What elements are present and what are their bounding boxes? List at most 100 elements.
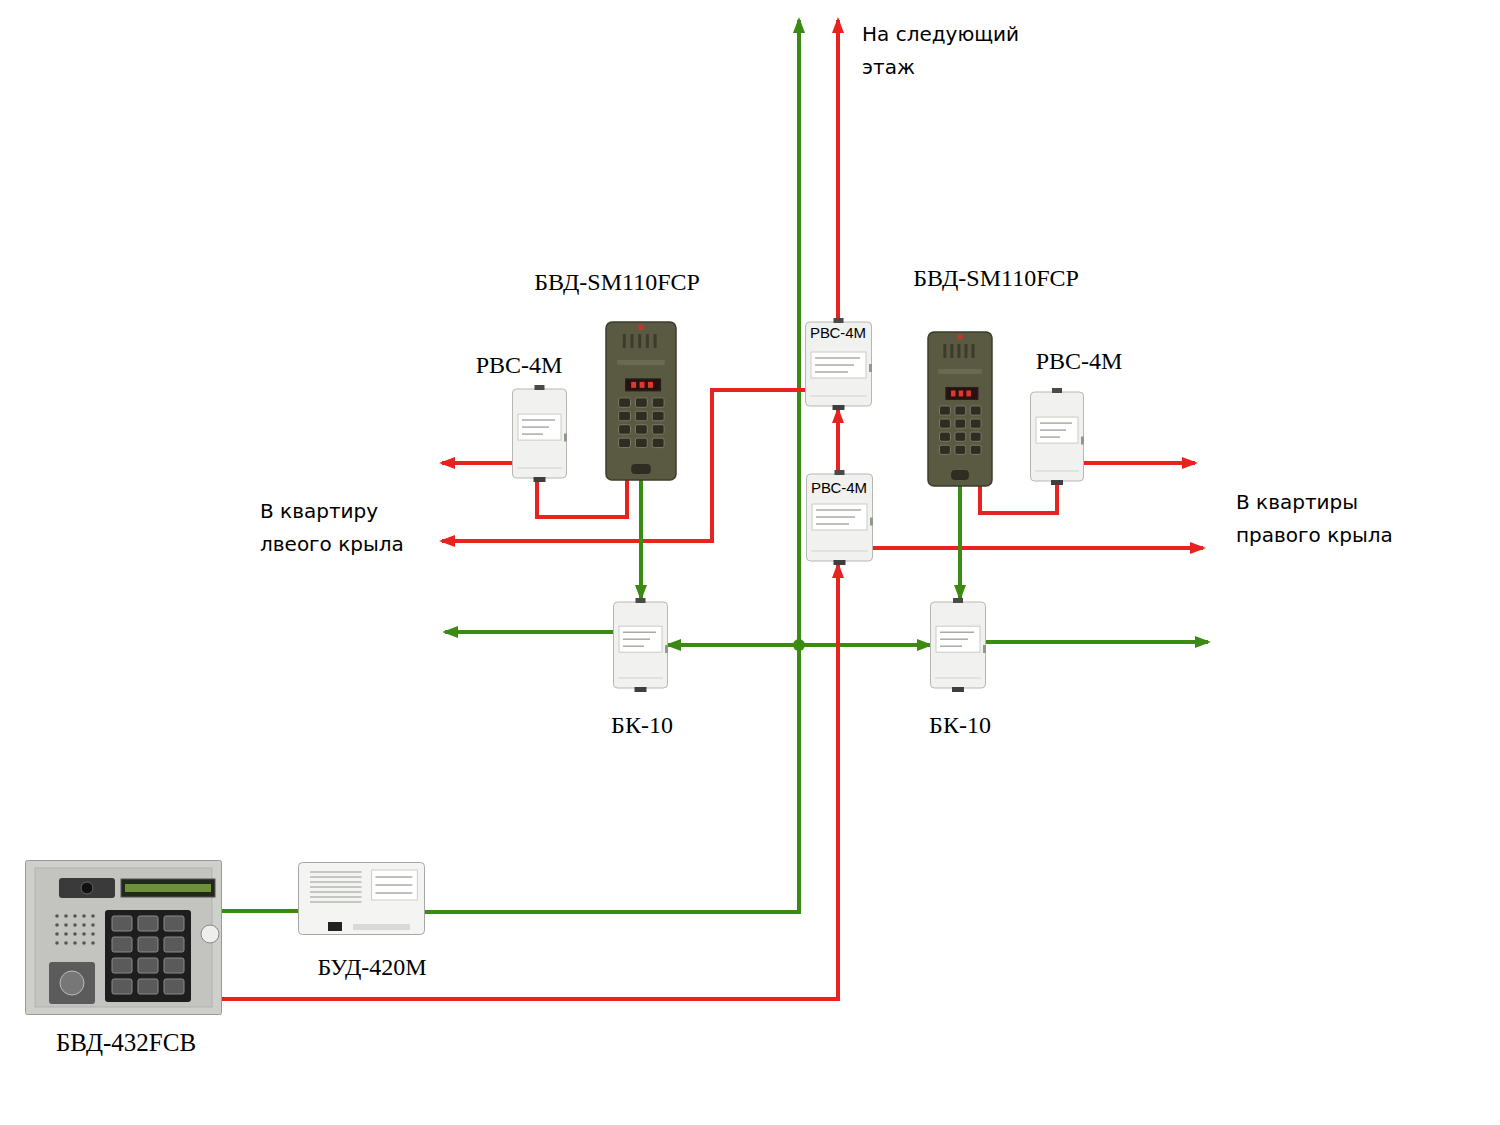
module-housing <box>1031 392 1084 481</box>
terminal <box>535 385 545 390</box>
side-tab <box>983 645 986 653</box>
video-distributor: РВС-4М <box>805 318 872 410</box>
sticker-line <box>816 523 849 525</box>
keypad-key <box>619 411 631 420</box>
big-drawing <box>25 860 222 1015</box>
keypad-key <box>164 937 184 952</box>
vent-slat <box>310 881 362 883</box>
camera-lens <box>81 882 93 894</box>
apartment-wire <box>978 640 1208 644</box>
module-housing <box>805 322 871 406</box>
camera <box>951 470 969 480</box>
led-segment <box>959 390 963 396</box>
terminal <box>833 560 845 565</box>
keypad-key <box>940 432 951 441</box>
keypad-key <box>112 937 132 952</box>
keypad-key <box>619 398 631 407</box>
device-label: БК-10 <box>611 712 673 740</box>
terminal <box>635 687 647 692</box>
sticker-line <box>623 645 644 647</box>
keypad-key <box>940 419 951 428</box>
terminal-strip <box>353 924 410 930</box>
floor-call-panel: БВД-SM110FCP <box>606 322 676 480</box>
brand-strip <box>617 360 665 365</box>
device-label: РВС-4М <box>476 352 563 380</box>
signal-line <box>836 410 840 470</box>
keypad-key <box>955 406 966 415</box>
speaker-hole <box>82 941 86 945</box>
speaker-hole <box>91 941 95 945</box>
panel-housing <box>26 861 222 1015</box>
keypad-key <box>112 979 132 994</box>
module-drawing <box>613 598 668 692</box>
apartment-wire <box>445 630 620 634</box>
keypad-key <box>652 411 664 420</box>
terminal <box>534 477 546 482</box>
sticker-line <box>375 892 412 894</box>
video-line <box>425 645 930 912</box>
power-switch <box>328 922 342 931</box>
speaker-hole <box>91 932 95 936</box>
brand-strip <box>938 369 982 374</box>
speaker-hole <box>64 923 68 927</box>
speaker-slot <box>943 344 946 358</box>
vent-slat <box>310 876 362 878</box>
keypad-key <box>940 445 951 454</box>
camera-strip <box>59 878 115 898</box>
video-line <box>639 480 643 598</box>
speaker-slot <box>654 334 657 348</box>
speaker-hole <box>64 914 68 918</box>
keypad-key <box>652 438 664 447</box>
sticker-line <box>522 419 555 421</box>
apartment-wire <box>442 461 520 465</box>
sticker-line <box>375 876 412 878</box>
apartment-wire <box>856 546 1203 550</box>
keypad-key <box>635 425 647 434</box>
sticker-line <box>815 371 848 373</box>
module-drawing <box>512 385 567 482</box>
indicator <box>638 324 644 330</box>
lcd-display <box>121 879 215 897</box>
side-tab <box>1081 437 1084 445</box>
vent-slat <box>310 886 362 888</box>
terminal <box>832 405 844 410</box>
keypad-key <box>635 411 647 420</box>
speaker-hole <box>55 932 59 936</box>
terminal <box>833 318 843 323</box>
housing-seam <box>811 551 868 552</box>
keypad-key <box>112 916 132 931</box>
sticker-line <box>816 516 855 518</box>
led-segment <box>951 390 955 396</box>
device-label: РВС-4М <box>1036 348 1123 376</box>
vent-slat <box>310 871 362 873</box>
sticker-line <box>815 357 860 359</box>
module-housing <box>931 602 986 688</box>
panel-drawing <box>928 332 992 486</box>
video-distributor: РВС-4М <box>1030 388 1084 485</box>
lcd-backlight <box>125 884 211 892</box>
keypad-key <box>970 419 981 428</box>
led-segment <box>640 382 645 388</box>
device-label: РВС-4М <box>810 324 866 341</box>
keypad-key <box>619 425 631 434</box>
vent-slat <box>310 896 362 898</box>
housing-seam <box>517 468 562 469</box>
signal-line <box>537 480 627 517</box>
floor-call-panel: БВД-SM110FCP <box>928 332 992 486</box>
keypad-key <box>164 958 184 973</box>
video-distributor: РВС-4М <box>512 385 567 482</box>
speaker-slot <box>972 344 975 358</box>
sticker-line <box>1040 422 1072 424</box>
keypad-key <box>970 432 981 441</box>
speaker-hole <box>64 932 68 936</box>
speaker-hole <box>64 941 68 945</box>
led-segment <box>966 390 970 396</box>
keypad-key <box>970 445 981 454</box>
speaker-hole <box>73 923 77 927</box>
device-label: БВД-SM110FCP <box>534 269 700 297</box>
keypad-key <box>138 916 158 931</box>
keypad-key <box>955 445 966 454</box>
led-display <box>626 379 661 391</box>
speaker-hole <box>82 932 86 936</box>
